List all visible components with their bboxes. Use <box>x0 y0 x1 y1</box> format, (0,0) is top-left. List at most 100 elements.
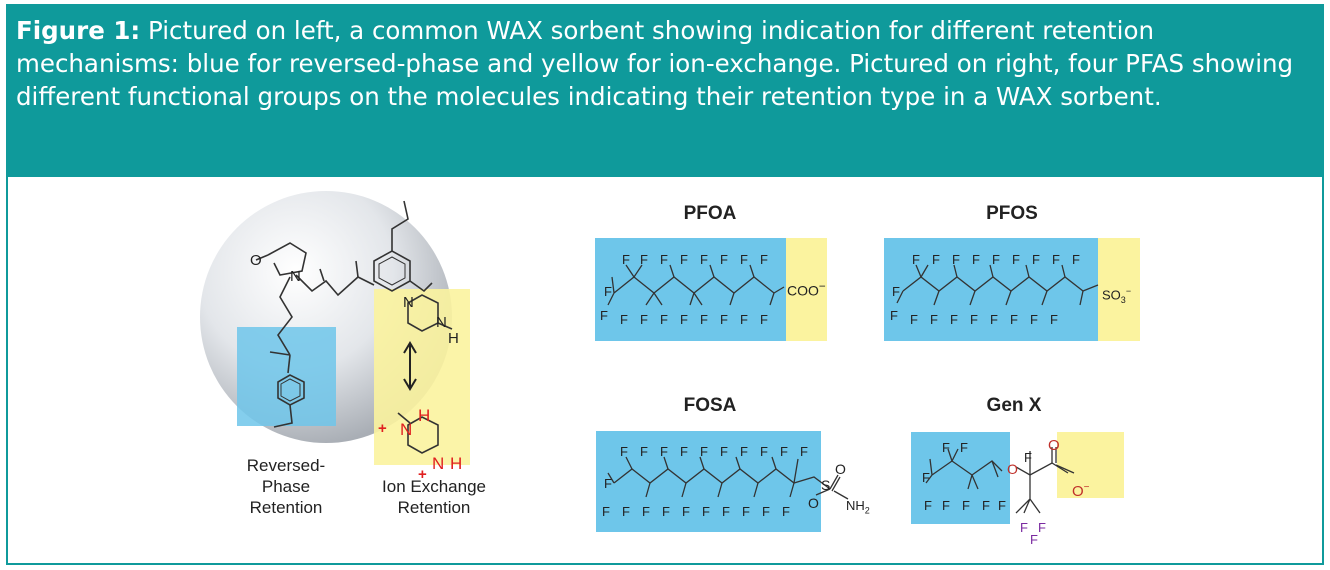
fluorine-atom: F <box>680 444 688 459</box>
genx-o-charge: − <box>1083 482 1090 493</box>
fluorine-atom: F <box>998 498 1006 513</box>
fluorine-atom: F <box>660 312 668 327</box>
fluorine-atom: F <box>760 312 768 327</box>
fluorine-atom: F <box>960 440 968 455</box>
pfos-skeleton <box>896 264 1099 306</box>
figure-frame: Figure 1: Pictured on left, a common WAX… <box>6 4 1324 565</box>
fluorine-atom: F <box>740 312 748 327</box>
caption-text: Pictured on left, a common WAX sorbent s… <box>16 16 1294 111</box>
atom-o: O <box>250 252 262 269</box>
fosa-title: FOSA <box>683 395 737 416</box>
fluorine-atom: F <box>660 252 668 267</box>
fosa-nh-sub: 2 <box>864 505 870 516</box>
fluorine-atom: F <box>910 312 918 327</box>
fluorine-atom: F <box>602 504 610 519</box>
reversed-phase-line-2: Phase <box>261 477 311 496</box>
fluorine-atom: F <box>962 498 970 513</box>
fluorine-atom: F <box>932 252 940 267</box>
fluorine-atom: F <box>700 312 708 327</box>
fosa-atom-nh2: NH2 <box>846 495 870 522</box>
ion-exchange-line-2: Retention <box>397 498 471 517</box>
fluorine-atom: F <box>760 252 768 267</box>
fluorine-atom: F <box>1030 312 1038 327</box>
figure-label: Figure 1: <box>16 16 141 45</box>
fluorine-atom: F <box>760 444 768 459</box>
genx-title: Gen X <box>986 395 1042 416</box>
diagram-svg: O N N N H N H N H + + <box>200 191 1140 532</box>
ion-exchange-line-1: Ion Exchange <box>382 477 486 496</box>
fluorine-atom: F <box>1052 252 1060 267</box>
fluorine-atom: F <box>970 312 978 327</box>
pfoa-group: COO− <box>787 276 826 302</box>
fluorine-atom: F <box>912 252 920 267</box>
fluorine-atom: F <box>762 504 770 519</box>
fluorine-atom: F <box>600 308 608 323</box>
genx-carbonyl-o: O <box>1048 437 1060 454</box>
fluorine-atom: F <box>1072 252 1080 267</box>
pfos-group-text: SO <box>1102 287 1121 303</box>
atom-h-top: H <box>448 330 459 347</box>
genx-head-highlight <box>1057 432 1124 498</box>
fluorine-atom: F <box>800 444 808 459</box>
fluorine-atom: F <box>604 284 612 299</box>
fluorine-atom: F <box>702 504 710 519</box>
fluorine-atom: F <box>720 312 728 327</box>
plus-sign: + <box>378 420 387 437</box>
fluorine-atom: F <box>922 470 930 485</box>
fluorine-atom: F <box>1050 312 1058 327</box>
fluorine-atom: F <box>640 252 648 267</box>
fluorine-atom: F <box>742 504 750 519</box>
atom-n-charged2: N <box>432 454 444 473</box>
ion-exchange-highlight <box>374 289 470 465</box>
atom-n: N <box>290 268 301 285</box>
fosa-skeleton <box>607 456 849 500</box>
sorbent-skeleton <box>255 200 453 454</box>
pfoa-group-charge: − <box>818 280 826 293</box>
fluorine-atom: F <box>992 252 1000 267</box>
reversed-phase-line-3: Retention <box>249 498 323 517</box>
fluorine-atom: F <box>620 444 628 459</box>
pfoa-title: PFOA <box>683 203 737 224</box>
atom-n-charged: N <box>400 420 412 439</box>
fluorine-atom: F <box>680 312 688 327</box>
fluorine-atom: F <box>972 252 980 267</box>
fluorine-atom: F <box>700 252 708 267</box>
fluorine-atom: F <box>662 504 670 519</box>
atom-h-charged2: H <box>450 454 462 473</box>
fluorine-atom: F <box>982 498 990 513</box>
pfos-group-charge: − <box>1125 286 1132 296</box>
fluorine-atom: F <box>1010 312 1018 327</box>
pfoa-group-text: COO <box>787 282 819 299</box>
atom-n-top2: N <box>436 314 447 331</box>
fluorine-atom: F <box>680 252 688 267</box>
fluorine-atom: F <box>740 444 748 459</box>
fluorine-atom: F <box>620 312 628 327</box>
fluorine-atom: F <box>722 504 730 519</box>
ion-exchange-label: Ion Exchange Retention <box>364 476 504 518</box>
fluorine-atom: F <box>640 312 648 327</box>
fluorine-atom: F <box>682 504 690 519</box>
fosa-nh: NH <box>846 498 865 513</box>
genx-carboxylate-o: O− <box>1072 477 1090 502</box>
fluorine-atom: F <box>942 498 950 513</box>
fluorine-atom: F <box>720 444 728 459</box>
reversed-phase-label: Reversed- Phase Retention <box>226 455 346 518</box>
genx-ether-o: O <box>1007 461 1018 477</box>
pfoa-head-highlight <box>786 238 827 341</box>
fluorine-atom: F <box>890 308 898 323</box>
fluorine-atom: F <box>660 444 668 459</box>
fluorine-atom: F <box>1030 532 1038 547</box>
exchange-arrow <box>403 341 417 391</box>
fluorine-atom: F <box>622 252 630 267</box>
fluorine-atom: F <box>782 504 790 519</box>
fluorine-atom: F <box>740 252 748 267</box>
fluorine-atom: F <box>1024 450 1032 465</box>
atom-h-charged: H <box>418 406 430 425</box>
diagram-area: O N N N H N H N H + + <box>8 177 1322 563</box>
fluorine-atom: F <box>892 284 900 299</box>
fosa-chain-highlight <box>596 431 821 532</box>
pfos-head-highlight <box>1098 238 1140 341</box>
pfos-group: SO3− <box>1102 281 1131 311</box>
figure-caption: Figure 1: Pictured on left, a common WAX… <box>8 6 1322 177</box>
plus-sign2: + <box>418 466 427 483</box>
